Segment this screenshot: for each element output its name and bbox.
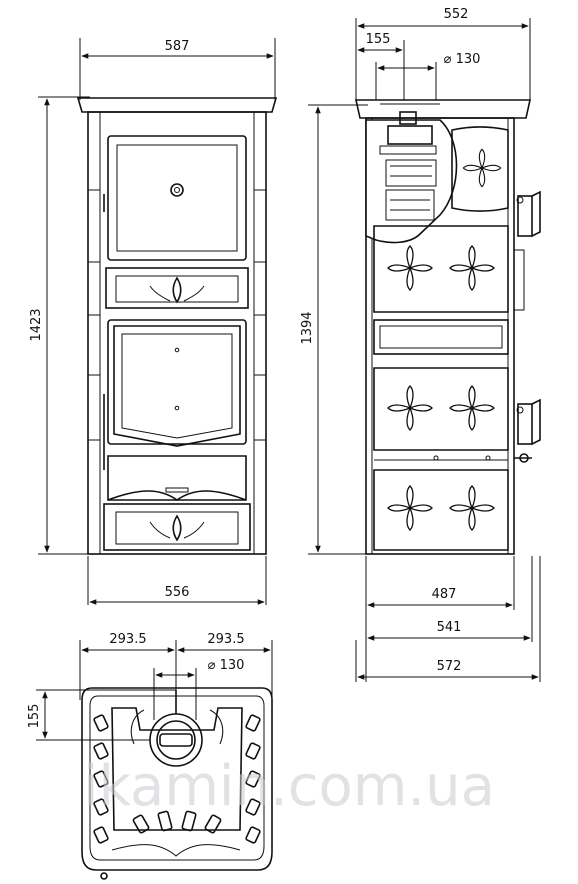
side-offset-label: 155: [366, 32, 391, 47]
vent-slots-left: [93, 714, 109, 844]
top-half-right-label: 293.5: [207, 632, 244, 647]
side-view: 552 155 ⌀ 130 1394: [300, 7, 541, 682]
vent-slots-right: [245, 714, 261, 844]
vent-slots-bottom: [132, 810, 222, 834]
front-width-bottom-label: 556: [165, 585, 190, 600]
front-view: 587 1423: [29, 38, 278, 605]
side-depth-3-label: 572: [437, 659, 462, 674]
watermark-text: ikamin.com.ua: [83, 754, 495, 819]
top-view: 293.5 293.5 ⌀ 130 155: [27, 632, 273, 880]
side-height-label: 1394: [300, 311, 315, 344]
side-width-top-label: 552: [444, 7, 469, 22]
top-flue-label: ⌀ 130: [208, 658, 245, 673]
side-depth-2-label: 541: [437, 620, 462, 635]
side-flue-label: ⌀ 130: [444, 52, 481, 67]
front-width-top-label: 587: [165, 39, 190, 54]
front-height-label: 1423: [29, 308, 44, 341]
top-offset-label: 155: [27, 704, 42, 729]
side-depth-1-label: 487: [432, 587, 457, 602]
top-half-left-label: 293.5: [109, 632, 146, 647]
